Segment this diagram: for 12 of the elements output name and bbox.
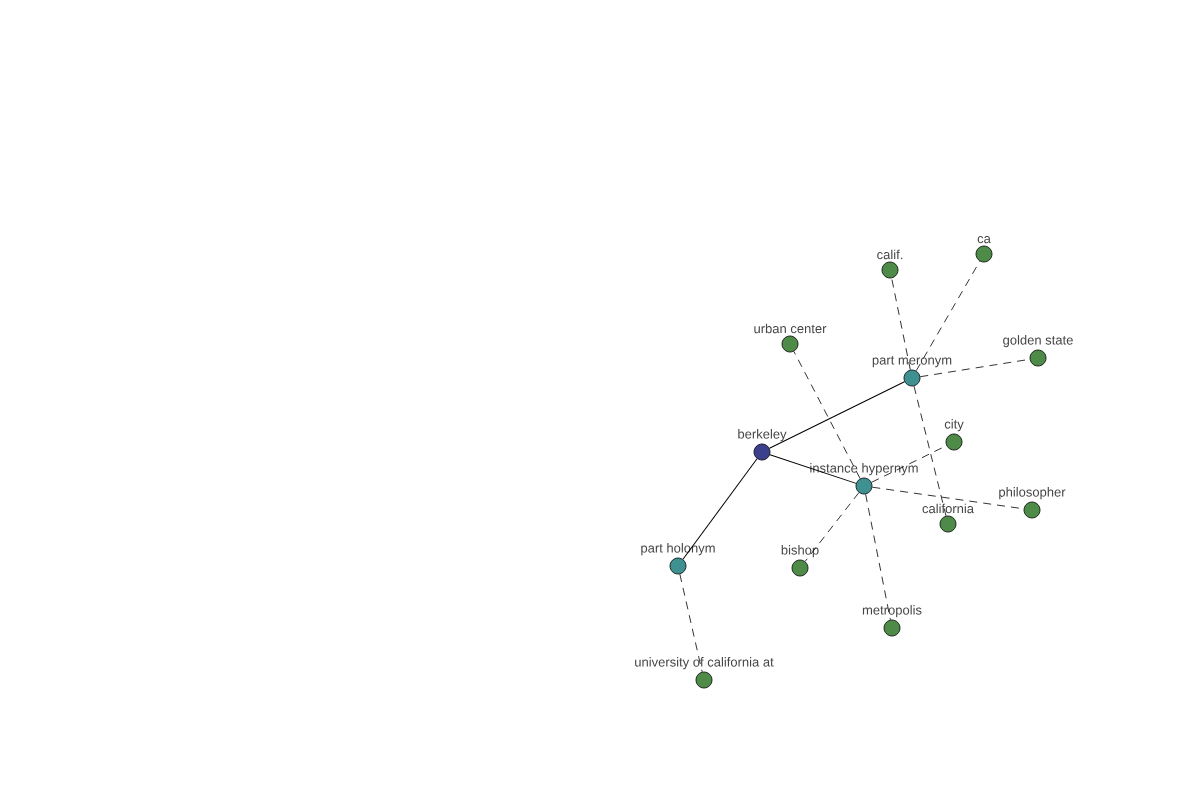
- connector-line: [913, 385, 947, 517]
- connector-line: [919, 358, 1031, 378]
- connector-line: [793, 351, 861, 479]
- connector-line: [682, 458, 758, 560]
- connector-line: [679, 573, 703, 673]
- connector-line: [871, 445, 947, 483]
- connector-line: [891, 277, 911, 371]
- connector-line: [804, 492, 860, 562]
- connector-line: [915, 260, 981, 372]
- connector-line: [769, 454, 857, 484]
- connector-line: [865, 493, 891, 621]
- connector-line: [769, 381, 905, 449]
